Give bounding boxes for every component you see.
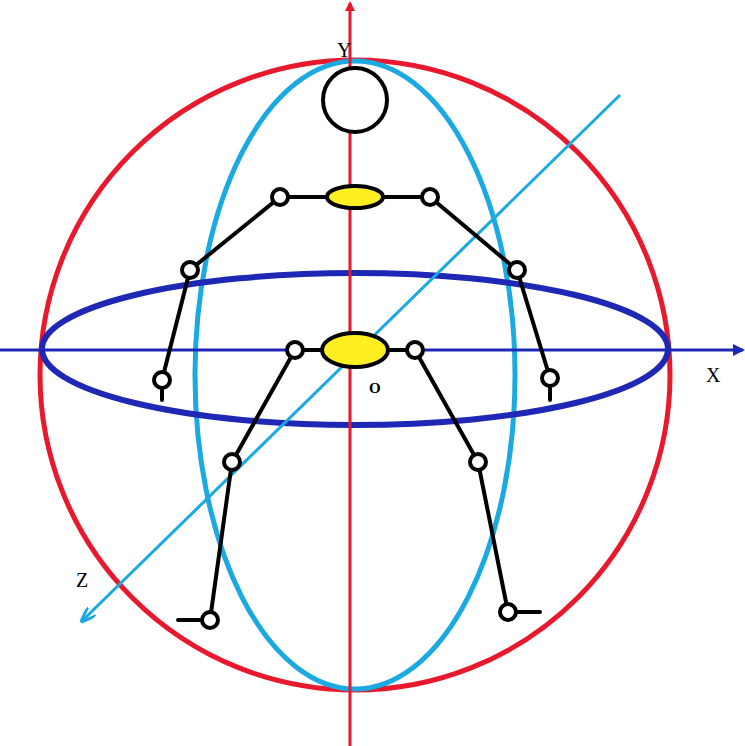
axis-label: Y: [337, 40, 351, 60]
axis-label: X: [706, 365, 720, 385]
axis-label: Z: [76, 570, 88, 590]
origin-label: O: [369, 381, 381, 396]
